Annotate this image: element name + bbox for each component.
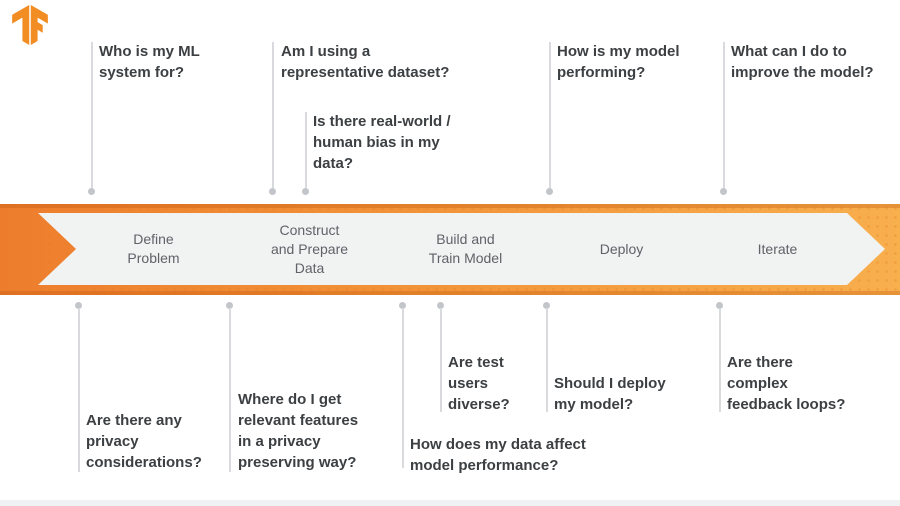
connector-dot (226, 302, 233, 309)
connector-line (546, 308, 548, 412)
connector-line (719, 308, 721, 412)
connector-line (272, 42, 274, 188)
connector-dot (720, 188, 727, 195)
question-model-performing: How is my model performing? (557, 43, 680, 81)
question-privacy-considerations: Are there any privacy considerations? (86, 412, 202, 471)
question-privacy-preserving-features: Where do I get relevant features in a pr… (238, 391, 359, 471)
connector-line (723, 42, 725, 188)
connector-dot (437, 302, 444, 309)
connector-line (229, 308, 231, 472)
connector-line (305, 112, 307, 188)
question-should-i-deploy: Should I deploy my model? (554, 375, 666, 413)
connector-dot (546, 188, 553, 195)
connector-line (440, 308, 442, 412)
stage-label: Construct and Prepare Data (270, 221, 349, 276)
stage-label: Deploy (599, 240, 644, 257)
question-real-world-human-bias: Is there real-world / human bias in my d… (313, 113, 451, 172)
process-banner: Define Problem Construct and Prepare Dat… (0, 204, 900, 295)
connector-dot (88, 188, 95, 195)
question-who-is-my-ml-system-for: Who is my ML system for? (99, 43, 200, 81)
question-test-users-diverse: Are test users diverse? (448, 354, 510, 413)
connector-dot (269, 188, 276, 195)
connector-line (78, 308, 80, 472)
bottom-strip (0, 500, 900, 506)
connector-dot (302, 188, 309, 195)
connector-dot (75, 302, 82, 309)
connector-line (402, 308, 404, 468)
tensorflow-logo-icon (12, 5, 48, 45)
question-complex-feedback-loops: Are there complex feedback loops? (727, 354, 846, 413)
connector-dot (399, 302, 406, 309)
question-representative-dataset: Am I using a representative dataset? (281, 43, 450, 81)
connector-dot (543, 302, 550, 309)
question-improve-the-model: What can I do to improve the model? (731, 43, 874, 81)
stage-label: Iterate (757, 240, 798, 257)
connector-dot (716, 302, 723, 309)
connector-line (91, 42, 93, 188)
stage-label: Build and Train Model (428, 231, 503, 266)
question-data-affect-performance: How does my data affect model performanc… (410, 436, 586, 474)
stage-label: Define Problem (127, 231, 180, 266)
connector-line (549, 42, 551, 188)
